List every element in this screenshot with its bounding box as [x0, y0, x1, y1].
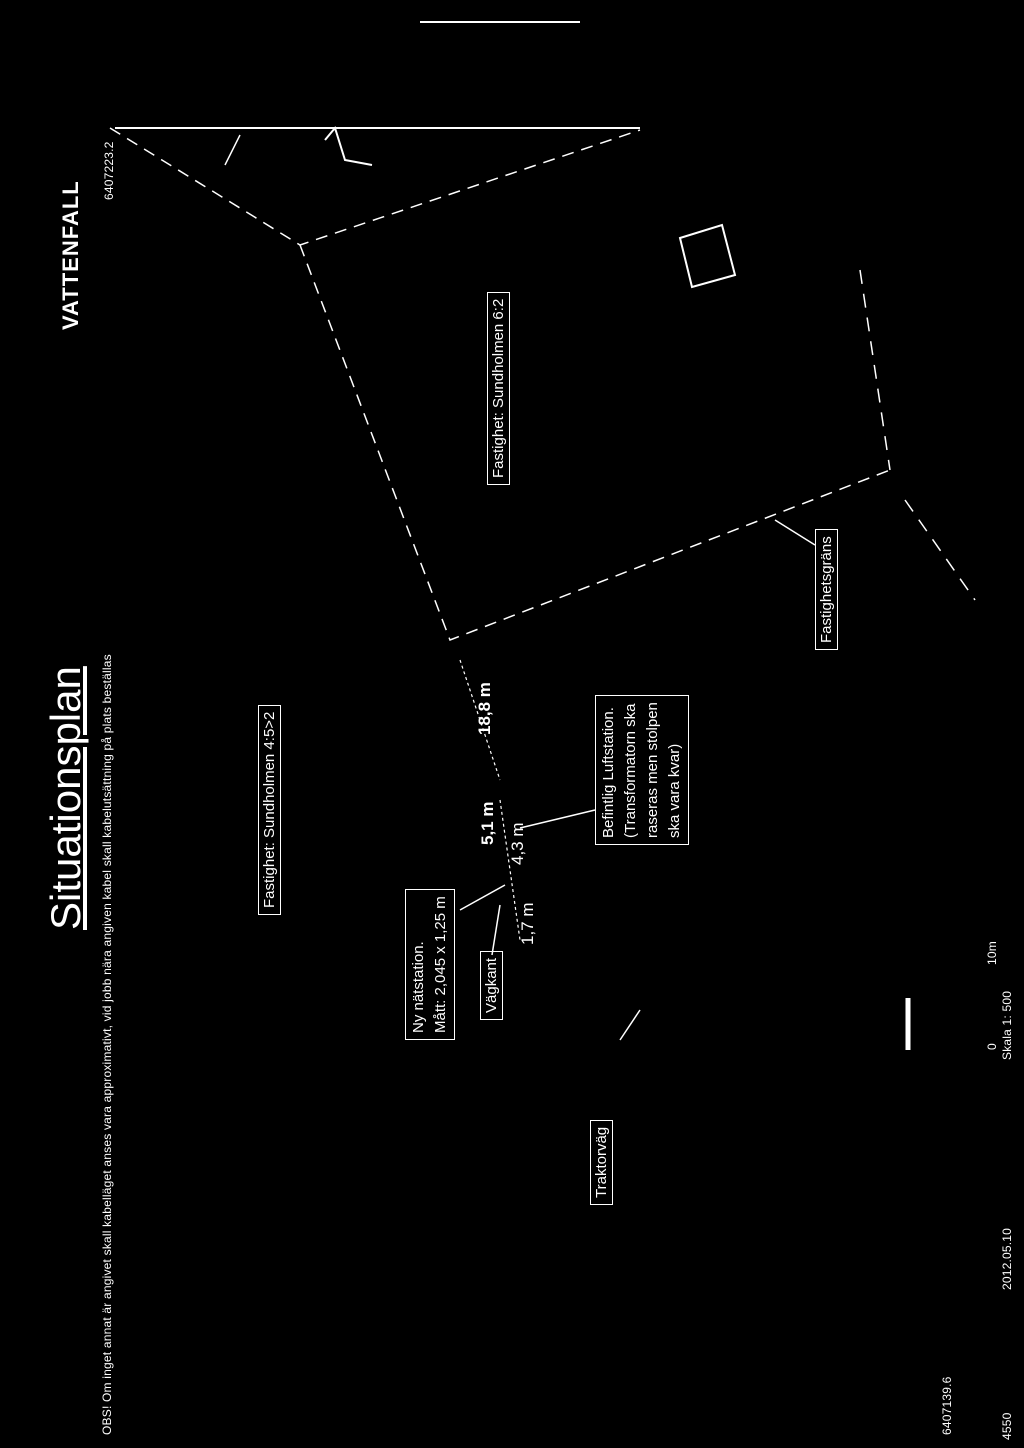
- measurement-1-7: 1,7 m: [518, 902, 537, 945]
- building-outline: [678, 223, 737, 289]
- disclaimer-note: OBS! Om inget annat är angivet skall kab…: [100, 654, 114, 1435]
- existing-station-line-2: (Transformatorn ska: [622, 703, 639, 838]
- property-label-a: Fastighet: Sundholmen 4:5>2: [258, 704, 281, 915]
- boundary-line-north: [109, 127, 641, 246]
- top-mark: [224, 134, 241, 166]
- boundary-line-main: [299, 244, 891, 641]
- measurement-18-8: 18,8 m: [475, 682, 494, 735]
- new-station-label: Ny nätstation. Mått: 2,045 x 1,25 m: [405, 889, 455, 1040]
- corner-code: 4550: [1000, 1412, 1014, 1441]
- scale-ten: 10m: [985, 941, 999, 965]
- boundary-line-southeast: [904, 499, 976, 601]
- boundary-label: Fastighetsgräns: [815, 529, 838, 650]
- page-title: Situationsplan: [42, 666, 89, 930]
- leader-existing-station: [519, 809, 596, 829]
- measurement-4-3: 4,3 m: [508, 822, 527, 865]
- measurement-5-1: 5,1 m: [478, 801, 497, 845]
- existing-station-label: Befintlig Luftstation. (Transformatorn s…: [595, 695, 689, 845]
- boundary-line-east: [859, 269, 891, 471]
- leader-road-edge: [491, 904, 501, 956]
- new-station-title: Ny nätstation.: [410, 941, 427, 1033]
- leader-new-station: [459, 884, 506, 911]
- leader-tractor-road: [619, 1009, 641, 1041]
- existing-station-line-4: ska vara kvar): [666, 743, 683, 838]
- structure-outline: [324, 125, 373, 166]
- property-label-b: Fastighet: Sundholmen 6:2: [487, 291, 510, 485]
- coordinate-bottom: 6407139.6: [940, 1376, 954, 1435]
- scale-label: Skala 1: 500: [1000, 990, 1014, 1060]
- measure-line-short: [499, 799, 521, 941]
- leader-boundary: [774, 519, 816, 546]
- brand-logo-text: VATTENFALL: [58, 180, 83, 330]
- scale-zero: 0: [985, 1043, 999, 1050]
- coordinate-top: 6407223.2: [102, 141, 116, 200]
- plan-date: 2012.05.10: [1000, 1227, 1014, 1290]
- tractor-road-label: Traktorväg: [590, 1119, 613, 1205]
- road-edge-label: Vägkant: [480, 950, 503, 1020]
- new-station-size: Mått: 2,045 x 1,25 m: [432, 896, 449, 1033]
- existing-station-line-3: raseras men stolpen: [644, 702, 661, 838]
- existing-station-line-1: Befintlig Luftstation.: [600, 707, 617, 838]
